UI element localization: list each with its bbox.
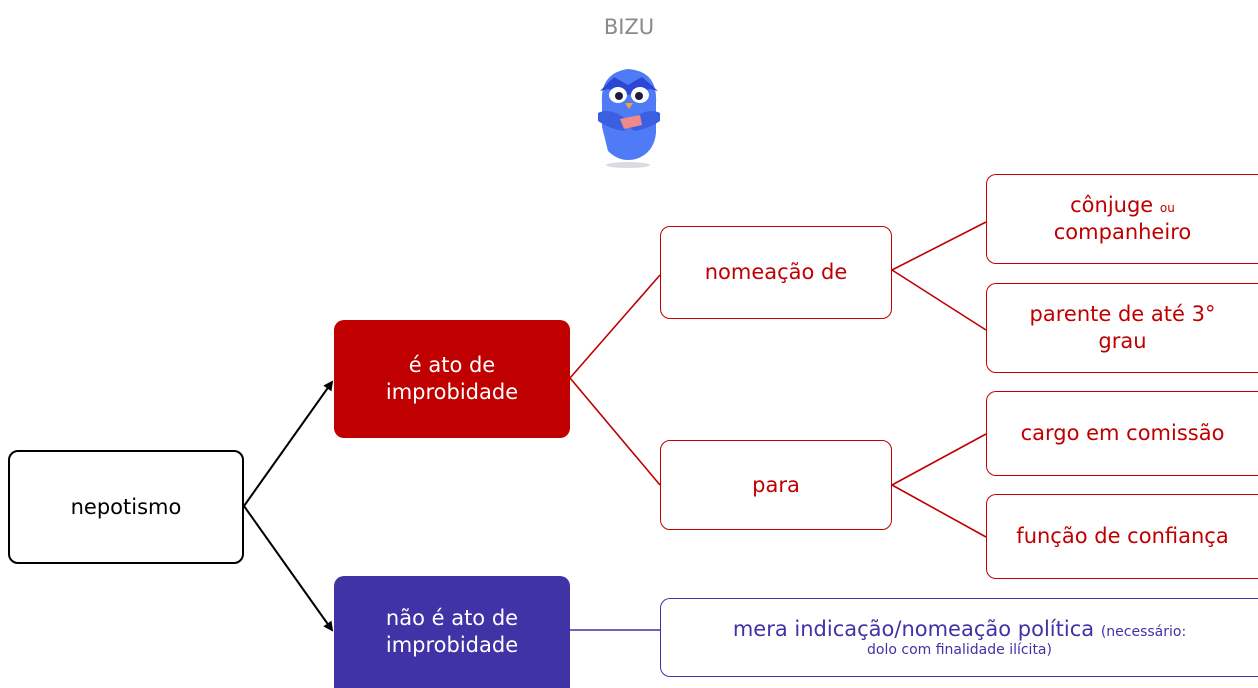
node-cargo-em-comissao: cargo em comissão bbox=[986, 391, 1258, 476]
node-mera-note2: dolo com finalidade ilícita) bbox=[867, 641, 1052, 658]
node-conjuge-ou-companheiro: cônjuge ou companheiro bbox=[986, 174, 1258, 264]
node-no-line1: não é ato de bbox=[385, 606, 519, 631]
node-funcao-label: função de confiança bbox=[1016, 524, 1229, 549]
node-nepotismo-label: nepotismo bbox=[70, 494, 182, 519]
node-para-label: para bbox=[752, 472, 800, 497]
node-conjuge-line1: cônjuge ou bbox=[1070, 192, 1175, 219]
page-title: BIZU bbox=[603, 15, 655, 39]
root-arrows bbox=[243, 380, 334, 632]
node-mera-indicacao: mera indicação/nomeação política (necess… bbox=[660, 598, 1258, 677]
node-para: para bbox=[660, 440, 892, 530]
node-mera-note1: (necessário: bbox=[1100, 623, 1187, 640]
owl-mascot-icon bbox=[598, 69, 660, 168]
node-parente-line2: grau bbox=[1098, 329, 1147, 353]
node-mera-line1: mera indicação/nomeação política (necess… bbox=[733, 617, 1186, 642]
node-parente-ate-3-grau: parente de até 3° grau bbox=[986, 283, 1258, 373]
node-nomeacao-de: nomeação de bbox=[660, 226, 892, 319]
node-parente-line1: parente de até 3° bbox=[1029, 302, 1216, 327]
node-nao-e-ato-de-improbidade: não é ato de improbidade bbox=[334, 576, 570, 688]
node-yes-line1: é ato de bbox=[408, 353, 496, 378]
node-yes-line2: improbidade bbox=[385, 380, 519, 404]
node-conjuge-small: ou bbox=[1159, 201, 1175, 216]
node-conjuge-line2: companheiro bbox=[1053, 220, 1192, 244]
node-nomeacao-label: nomeação de bbox=[704, 260, 848, 285]
node-cargo-label: cargo em comissão bbox=[1020, 421, 1225, 446]
node-no-line2: improbidade bbox=[385, 633, 519, 657]
node-e-ato-de-improbidade: é ato de improbidade bbox=[334, 320, 570, 438]
red-connectors bbox=[569, 221, 987, 538]
node-conjuge-main: cônjuge bbox=[1070, 193, 1154, 218]
node-nepotismo: nepotismo bbox=[8, 450, 244, 564]
node-mera-main: mera indicação/nomeação política bbox=[732, 616, 1095, 641]
node-funcao-de-confianca: função de confiança bbox=[986, 494, 1258, 579]
